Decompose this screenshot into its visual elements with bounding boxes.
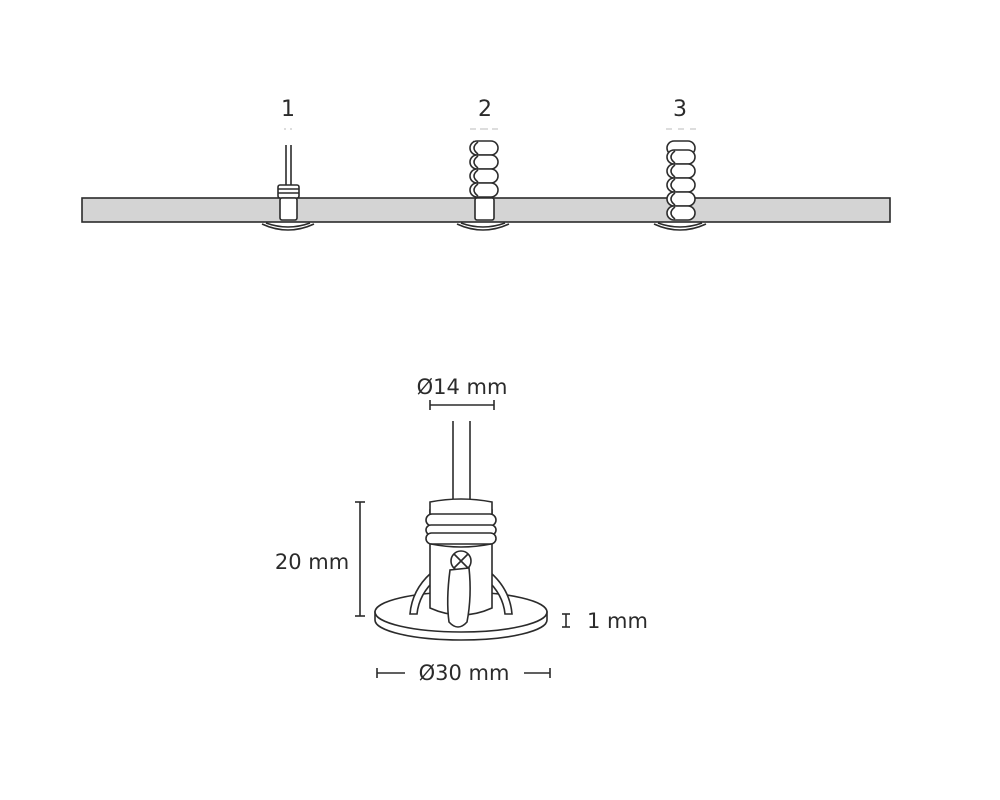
flange-diameter-dimension-line xyxy=(376,668,551,678)
lead-wire xyxy=(446,567,471,628)
height-dimension-line xyxy=(355,501,365,617)
flange-diameter-label: Ø30 mm xyxy=(419,661,510,685)
flange-2 xyxy=(456,223,510,231)
variant-1-connector xyxy=(277,145,300,221)
height-label: 20 mm xyxy=(275,550,349,574)
thickness-dimension-line xyxy=(562,613,570,628)
variant-label-1: 1 xyxy=(281,97,295,122)
variant-label-3: 3 xyxy=(673,97,687,122)
variant-3-coiled-cable xyxy=(666,140,696,221)
flange-1 xyxy=(261,223,315,231)
detail-drawing: Ø14 mm xyxy=(275,375,648,685)
variant-label-2: 2 xyxy=(478,97,492,122)
installation-variants: 1 2 3 xyxy=(81,97,891,231)
thickness-label: 1 mm xyxy=(587,609,648,633)
cable-diameter-dimension-line xyxy=(429,400,495,410)
cable-diameter-label: Ø14 mm xyxy=(417,375,508,399)
cable xyxy=(452,421,471,499)
variant-2-coiled-connector xyxy=(469,140,499,221)
fixture-body xyxy=(425,498,497,616)
flange-3 xyxy=(653,223,707,231)
